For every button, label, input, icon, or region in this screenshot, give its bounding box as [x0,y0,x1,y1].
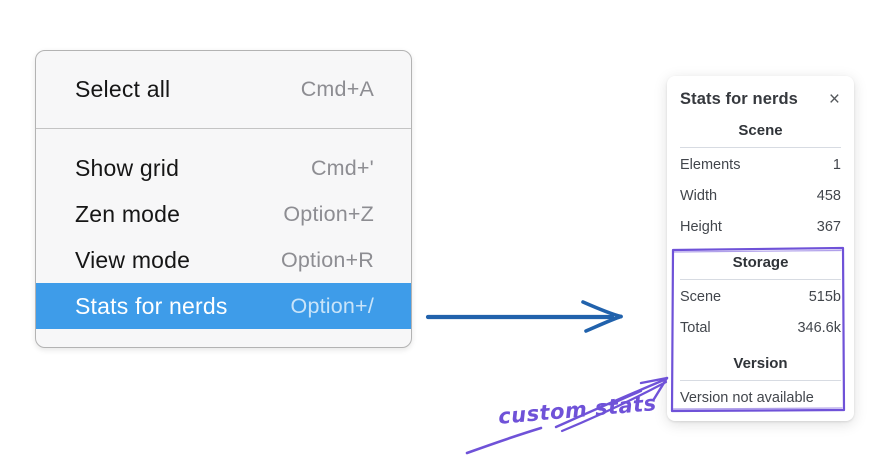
section-note: Version not available [680,390,814,406]
stat-label: Height [680,219,722,235]
stat-row-elements: Elements 1 [680,150,841,181]
menu-item-label: Select all [75,76,171,102]
menu-item-view-mode[interactable]: View mode Option+R [36,237,411,283]
section-divider [680,147,841,148]
stat-value: 458 [816,188,841,204]
menu-divider [36,128,411,129]
section-divider [680,380,841,381]
stat-row-total: Total 346.6k [680,313,841,344]
menu-item-stats-for-nerds[interactable]: Stats for nerds Option+/ [36,283,411,329]
close-icon[interactable]: × [828,88,840,110]
stat-label: Scene [680,289,722,305]
menu-item-show-grid[interactable]: Show grid Cmd+' [36,145,411,191]
stat-value: 367 [816,219,841,235]
section-header: Storage [732,254,789,271]
stat-label: Total [680,320,711,336]
stat-value: 515b [808,289,841,305]
stats-panel-title: Stats for nerds [680,89,798,108]
menu-item-label: Stats for nerds [75,292,228,319]
section-header: Version [733,355,788,372]
stat-label: Elements [680,157,741,173]
menu-item-label: Zen mode [75,200,181,227]
context-menu-section-top: Select all Cmd+A [36,51,411,128]
section-divider [680,279,841,280]
pointer-arrow [425,300,623,333]
stat-label: Width [680,188,718,204]
section-header: Scene [738,122,783,139]
menu-item-shortcut: Option+/ [290,293,374,318]
stat-row-scene: Scene 515b [680,282,841,313]
menu-item-shortcut: Cmd+' [310,155,374,180]
menu-item-zen-mode[interactable]: Zen mode Option+Z [36,191,411,237]
menu-item-shortcut: Option+R [280,247,374,272]
annotation-label: custom stats [497,391,658,429]
menu-item-label: Show grid [75,154,180,181]
stat-value: 346.6k [797,320,841,336]
menu-item-shortcut: Option+Z [283,201,374,226]
stat-value: 1 [832,157,841,173]
stat-row-width: Width 458 [680,181,841,212]
menu-item-shortcut: Cmd+A [300,77,374,101]
stats-panel-titlebar: Stats for nerds × [680,87,841,111]
stat-row-height: Height 367 [680,212,841,243]
menu-item-label: View mode [75,246,191,273]
menu-item-select-all[interactable]: Select all Cmd+A [36,51,411,128]
